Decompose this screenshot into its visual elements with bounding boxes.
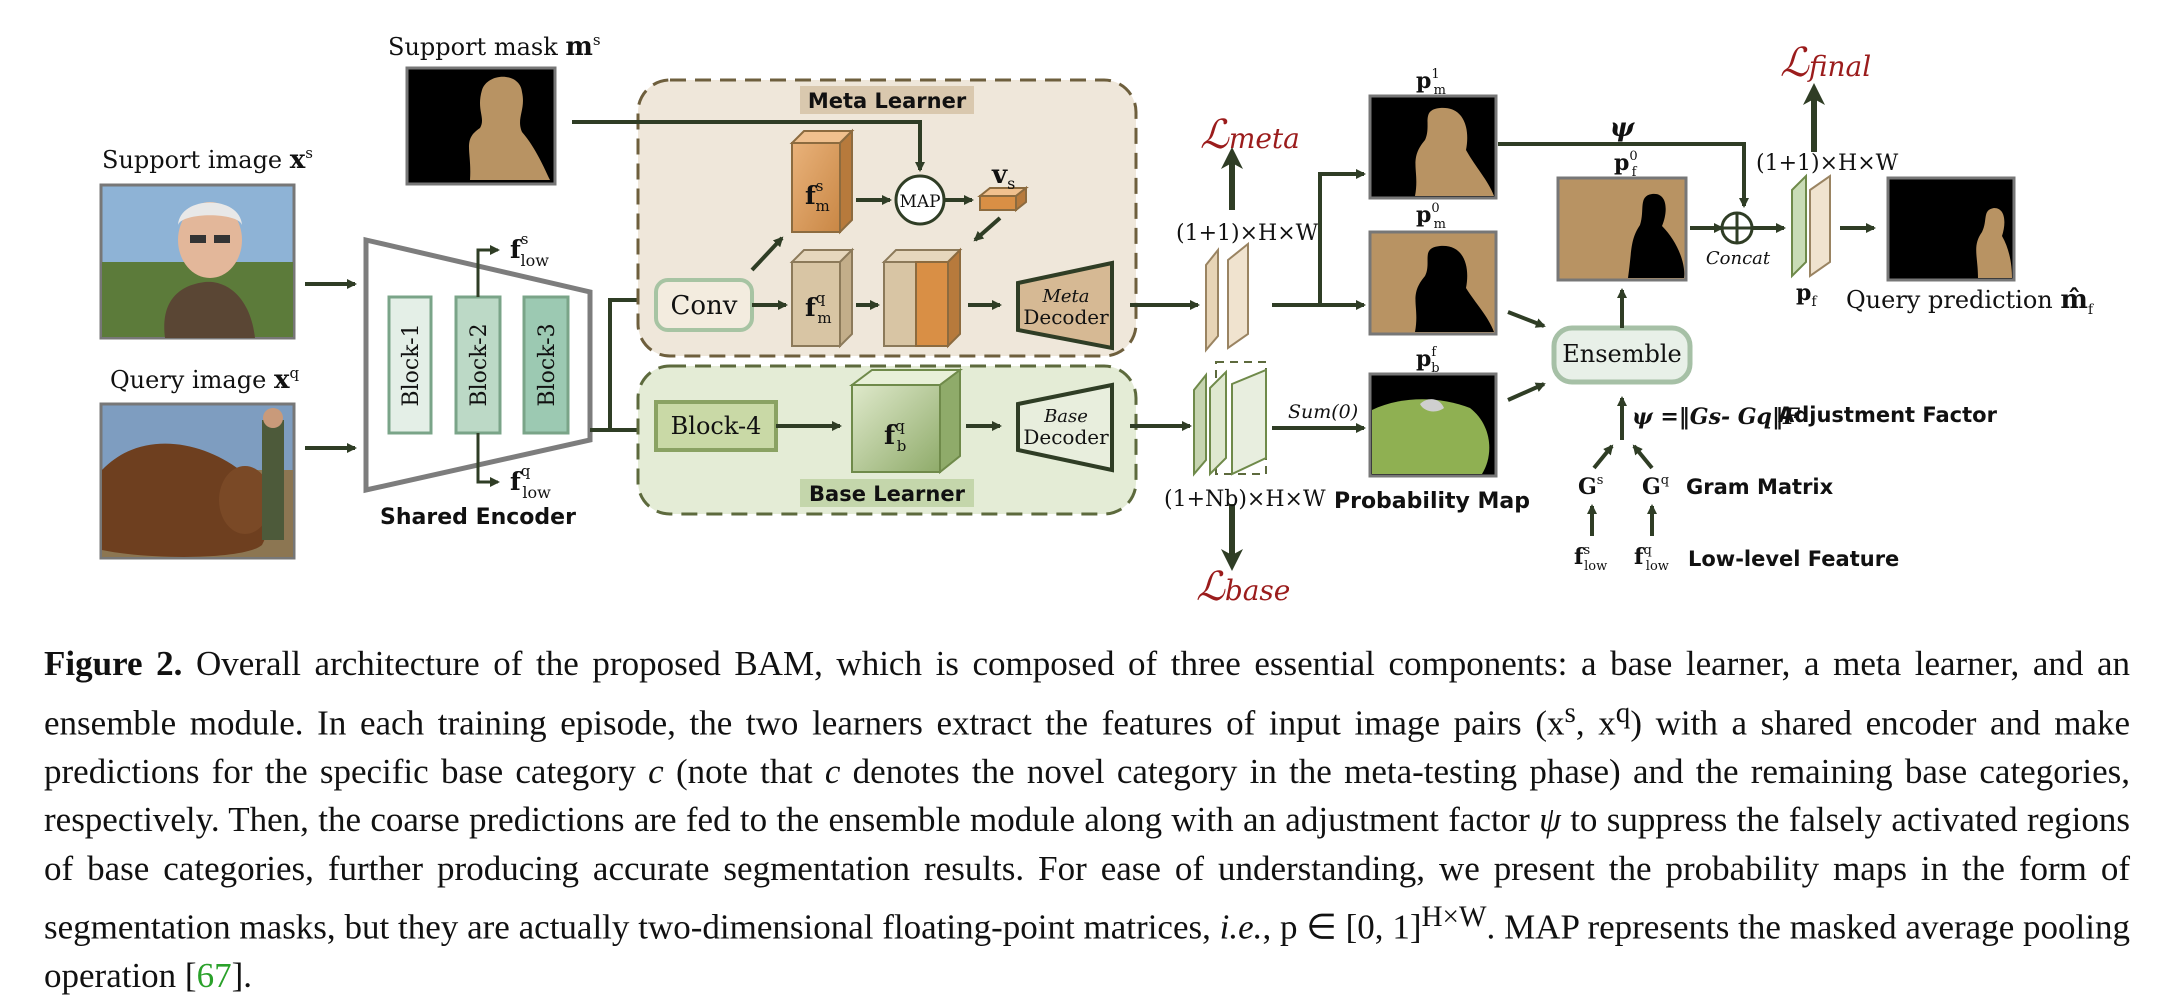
person-silhouette-icon <box>469 76 550 180</box>
base-decoder-top-label: Base <box>1043 406 1088 427</box>
psi-label: ψ <box>1610 113 1636 143</box>
map-operation: MAP <box>894 174 946 226</box>
final-dimension-label: (1+1)×H×W <box>1756 151 1899 176</box>
encoder-block-2: Block-2 <box>454 295 502 435</box>
encoder-block-3: Block-3 <box>522 295 570 435</box>
gram-matrix-label: Gram Matrix <box>1686 475 1834 499</box>
ensemble-label: Ensemble <box>1562 340 1682 368</box>
loss-final-label: ℒfinal <box>1780 40 1871 86</box>
support-image-label: Support image xs <box>102 144 313 175</box>
vs-prototype: vs <box>977 160 1029 213</box>
base-decoder-bottom-label: Decoder <box>1023 425 1109 449</box>
citation-link[interactable]: 67 <box>196 956 232 996</box>
vs-label: vs <box>991 160 1015 193</box>
block-2-label: Block-2 <box>467 323 492 406</box>
architecture-diagram: Support mask ms Support image xs Query i… <box>99 31 2095 610</box>
meta-dimension-label: (1+1)×H×W <box>1176 221 1319 246</box>
gram-s-label: Gs <box>1578 473 1603 500</box>
meta-prediction-slabs <box>1205 241 1249 353</box>
meta-decoder: Meta Decoder <box>1016 260 1114 351</box>
ensemble-module: Ensemble <box>1551 325 1693 385</box>
sum-label: Sum(0) <box>1288 401 1358 423</box>
map-label: MAP <box>899 192 940 212</box>
face-icon <box>178 202 242 278</box>
loss-meta-label: ℒmeta <box>1200 112 1300 158</box>
cow-icon <box>102 443 269 557</box>
block-4-label: Block-4 <box>671 412 762 440</box>
base-learner-title: Base Learner <box>809 482 966 506</box>
conv-block: Conv <box>654 278 754 332</box>
pf-label: pf <box>1796 280 1818 310</box>
meta-decoder-top-label: Meta <box>1041 286 1089 307</box>
base-decoder: Base Decoder <box>1016 382 1114 473</box>
loss-base-label: ℒbase <box>1196 564 1290 610</box>
concat-operator <box>1720 211 1754 245</box>
concat-label: Concat <box>1706 248 1771 269</box>
low-level-feature-label: Low-level Feature <box>1688 547 1899 571</box>
base-prediction-slabs <box>1193 361 1267 477</box>
meta-learner-title: Meta Learner <box>808 89 967 113</box>
support-mask-label: Support mask ms <box>388 31 601 62</box>
gram-q-label: Gq <box>1642 473 1669 500</box>
support-image-group: Support image xs <box>99 144 313 340</box>
conv-label: Conv <box>671 291 738 321</box>
shared-encoder-title: Shared Encoder <box>380 505 576 530</box>
query-prediction-map <box>1886 176 2016 282</box>
block-1-label: Block-1 <box>399 323 424 406</box>
query-image-group: Query image xq <box>99 364 299 560</box>
pf-slabs <box>1791 173 1831 279</box>
block-3-label: Block-3 <box>535 323 560 406</box>
encoder-block-1: Block-1 <box>387 295 433 435</box>
meta-decoder-bottom-label: Decoder <box>1023 305 1109 329</box>
probability-map-label: Probability Map <box>1334 489 1530 514</box>
caption-lead: Figure 2. <box>44 644 183 683</box>
query-image-label: Query image xq <box>110 364 299 395</box>
adjustment-factor-label: Adjustment Factor <box>1778 403 1998 427</box>
figure-caption: Figure 2. Overall architecture of the pr… <box>44 644 2131 996</box>
base-dimension-label: (1+Nb)×H×W <box>1164 487 1326 512</box>
block-4: Block-4 <box>654 400 778 452</box>
concat-feature-cube <box>881 247 963 349</box>
support-mask-group: Support mask ms <box>388 31 601 186</box>
query-prediction-label: Query prediction m̂f <box>1846 285 2095 318</box>
adjustment-formula: ψ =‖Gs- Gq‖F <box>1632 404 1800 430</box>
